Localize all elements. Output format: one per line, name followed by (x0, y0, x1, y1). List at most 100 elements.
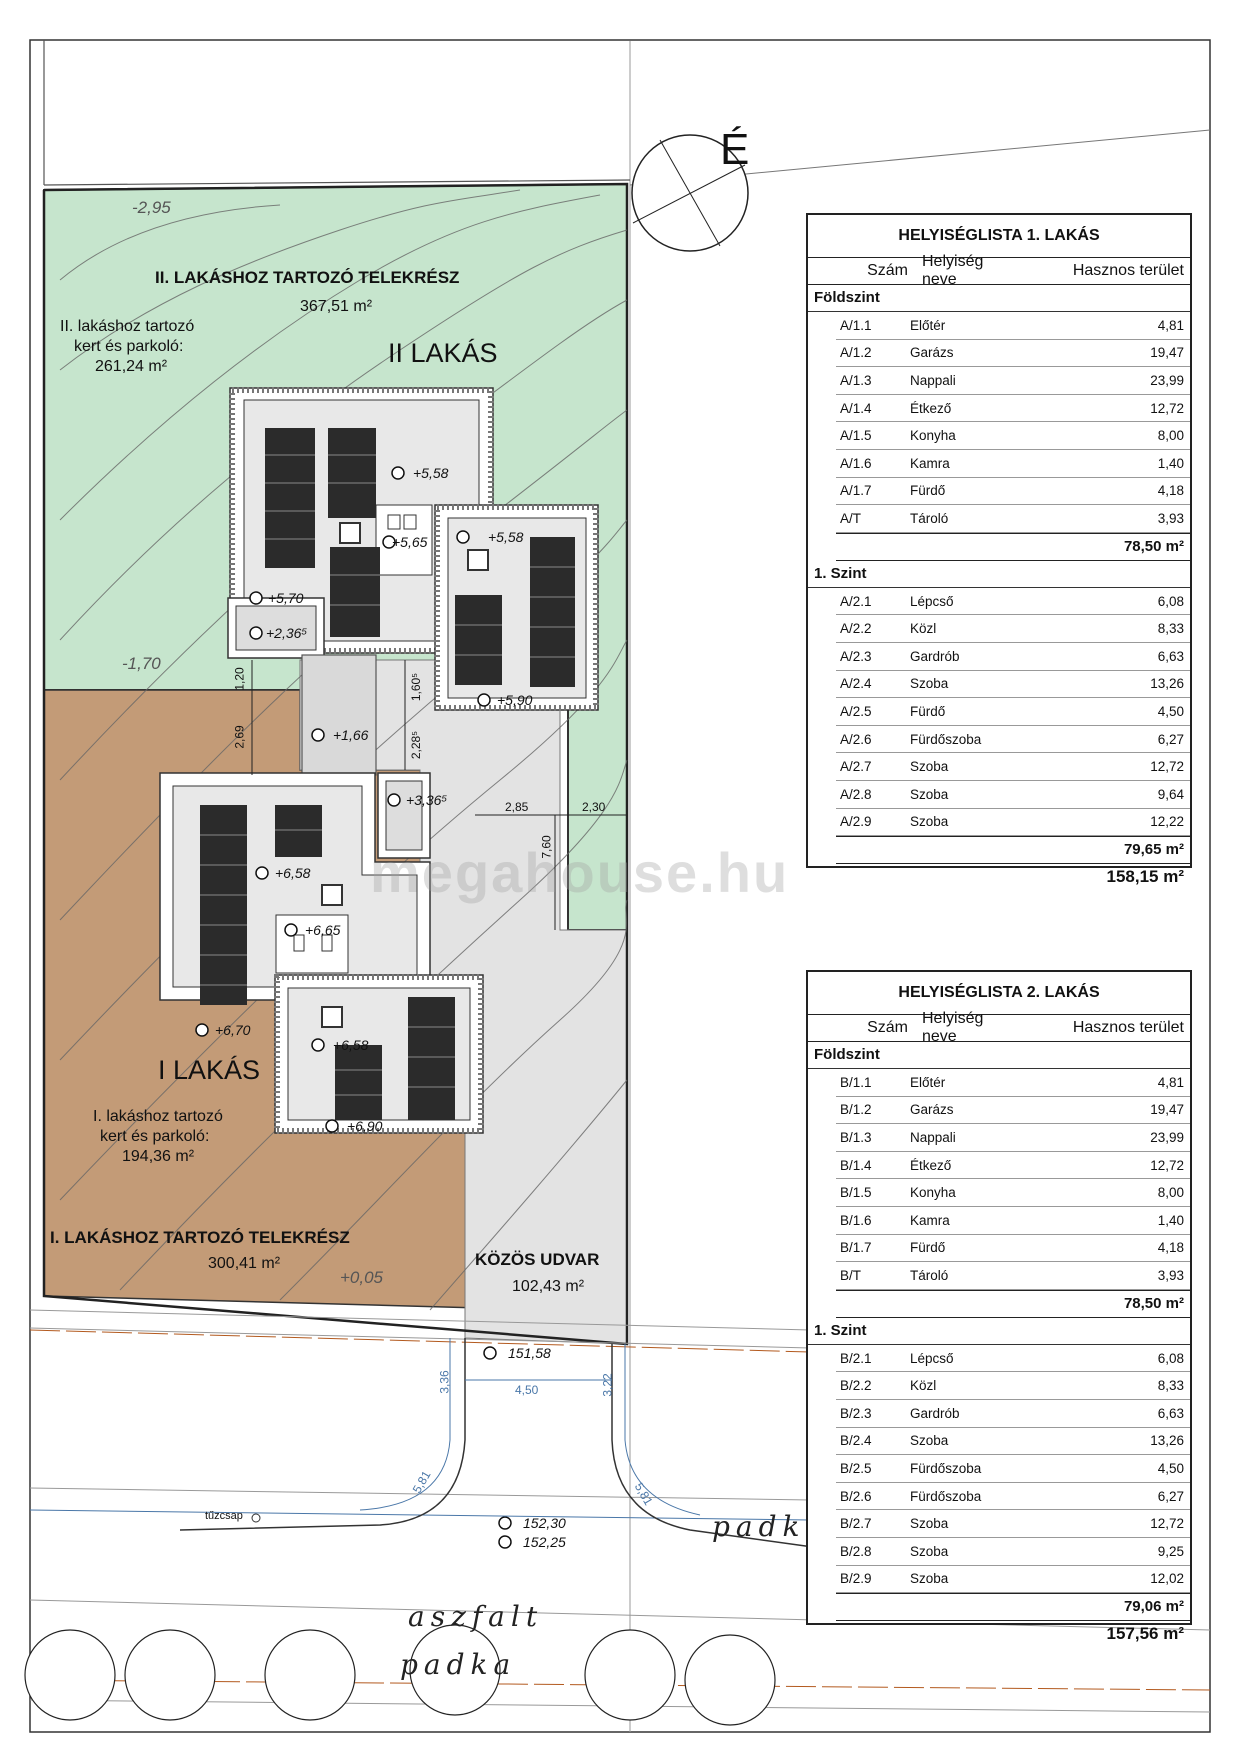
table-row: B/2.6 Fürdőszoba 6,27 (836, 1483, 1190, 1511)
room-name: Lépcső (910, 1350, 954, 1366)
section-title: 1. Szint (808, 1318, 1190, 1345)
room-area: 12,72 (1150, 1157, 1184, 1173)
room-area: 12,22 (1150, 814, 1184, 830)
room-number: B/1.7 (840, 1240, 872, 1256)
plot-1-title: I. LAKÁSHOZ TARTOZÓ TELEKRÉSZ (50, 1228, 350, 1247)
column-header: Szám (867, 1019, 908, 1036)
room-area: 4,18 (1157, 1240, 1184, 1256)
plot-1-garden-line1: I. lakáshoz tartozó (93, 1108, 223, 1125)
room-area: 4,81 (1157, 317, 1184, 333)
level-value: +6,58 (275, 865, 311, 881)
room-area: 13,26 (1150, 676, 1184, 692)
north-arrow (631, 134, 749, 252)
column-header: Helyiség neve (922, 1010, 984, 1045)
room-number: B/2.2 (840, 1378, 872, 1394)
dimension-value: 3,22 (600, 1373, 615, 1397)
room-area: 6,27 (1157, 731, 1184, 747)
kerb-label: padka (712, 1510, 829, 1543)
room-name: Kamra (910, 1212, 950, 1228)
room-name: Fürdőszoba (910, 1488, 982, 1504)
room-area: 6,08 (1157, 1350, 1184, 1366)
room-number: A/1.3 (840, 372, 872, 388)
room-area: 1,40 (1157, 1212, 1184, 1228)
room-area: 8,33 (1157, 621, 1184, 637)
contour-label: -2,95 (132, 198, 171, 217)
room-area: 12,72 (1150, 400, 1184, 416)
column-header: Hasznos terület (1072, 262, 1184, 279)
dimension-value: 2,30 (582, 800, 606, 814)
dimension-value: 2,85 (505, 800, 529, 814)
room-number: A/T (840, 510, 862, 526)
section-subtotal: 79,06 m² (836, 1593, 1190, 1622)
room-number: B/2.8 (840, 1543, 872, 1559)
room-number: B/1.6 (840, 1212, 872, 1228)
dimension-lines (251, 660, 628, 930)
dimension-value: 2,69 (232, 725, 247, 749)
room-number: A/2.9 (840, 814, 872, 830)
dimension-value: 4,50 (515, 1383, 539, 1397)
room-name: Nappali (910, 1129, 956, 1145)
trees (24, 1624, 776, 1726)
house-2-label: II LAKÁS (388, 338, 498, 368)
level-value: +5,58 (488, 529, 524, 545)
level-value: +6,70 (215, 1022, 251, 1038)
room-number: B/2.6 (840, 1488, 872, 1504)
room-number: B/2.3 (840, 1405, 872, 1421)
room-number: B/2.5 (840, 1460, 872, 1476)
level-value: +1,66 (333, 727, 369, 743)
table-title: HELYISÉGLISTA 2. LAKÁS (808, 972, 1190, 1015)
table-total: 158,15 m² (1106, 867, 1185, 887)
room-name: Konyha (910, 1185, 956, 1201)
hydrant-symbol (251, 1513, 261, 1523)
column-header: Hasznos terület (1072, 1019, 1184, 1036)
room-area: 6,27 (1157, 1488, 1184, 1504)
north-mark: É (720, 125, 750, 174)
plot-2-area: 367,51 m² (300, 298, 373, 315)
room-name: Szoba (910, 814, 949, 830)
room-area: 12,02 (1150, 1571, 1184, 1587)
room-area: 4,50 (1157, 703, 1184, 719)
plot-1-garden-area: 194,36 m² (122, 1148, 195, 1165)
room-name: Fürdő (910, 703, 946, 719)
room-area: 12,72 (1150, 1516, 1184, 1532)
room-number: A/1.4 (840, 400, 872, 416)
room-name: Szoba (910, 786, 949, 802)
level-value: +2,36⁵ (266, 625, 308, 641)
level-markers (195, 466, 512, 1549)
room-number: B/1.4 (840, 1157, 872, 1173)
common-yard-area: 102,43 m² (512, 1278, 585, 1295)
room-area: 6,08 (1157, 593, 1184, 609)
room-number: A/2.5 (840, 703, 872, 719)
section-subtotal: 79,65 m² (836, 836, 1190, 865)
level-value: +5,65 (392, 534, 428, 550)
room-number: B/2.7 (840, 1516, 872, 1532)
hydrant-label: tűzcsap (205, 1510, 243, 1522)
room-name: Garázs (910, 345, 954, 361)
room-number: A/2.6 (840, 731, 872, 747)
dimension-value: 1,60⁵ (409, 672, 424, 702)
plot-2-garden-area: 261,24 m² (95, 358, 168, 375)
driveway (179, 1338, 821, 1549)
plot-1-area: 300,41 m² (208, 1255, 281, 1272)
room-area: 1,40 (1157, 455, 1184, 471)
dimension-value: 7,60 (539, 835, 554, 859)
watermark: megahouse.hu (370, 841, 790, 904)
room-number: B/T (840, 1267, 862, 1283)
room-name: Lépcső (910, 593, 954, 609)
room-area: 3,93 (1157, 510, 1184, 526)
room-number: A/1.5 (840, 428, 872, 444)
table-title: HELYISÉGLISTA 1. LAKÁS (808, 215, 1190, 258)
room-area: 13,26 (1150, 1433, 1184, 1449)
